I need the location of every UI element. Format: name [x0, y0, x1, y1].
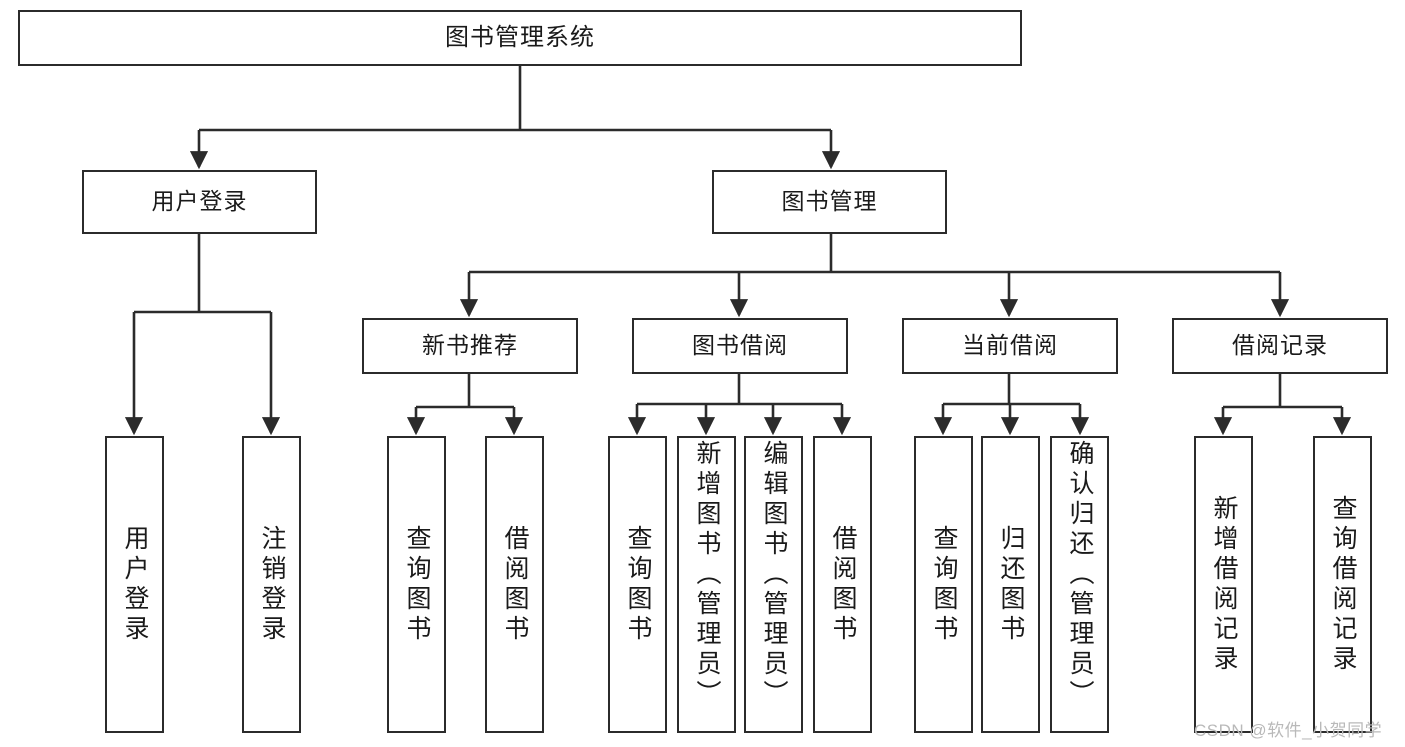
node-book-borrow[interactable]: 图书借阅	[632, 318, 848, 374]
leaf-query-book-1[interactable]: 查询图书	[387, 436, 446, 733]
csdn-watermark: CSDN @软件_小贺同学	[1194, 721, 1383, 740]
leaf-query-book-3[interactable]: 查询图书	[914, 436, 973, 733]
leaf-add-record[interactable]: 新增借阅记录	[1194, 436, 1253, 733]
leaf-user-login[interactable]: 用户登录	[105, 436, 164, 733]
leaf-confirm-return[interactable]: 确认归还（管理员）	[1050, 436, 1109, 733]
leaf-logout-login-label: 注销登录	[258, 524, 286, 645]
node-new-book-recommend-label: 新书推荐	[422, 332, 518, 359]
leaf-query-record-label: 查询借阅记录	[1329, 494, 1357, 675]
leaf-return-book-label: 归还图书	[997, 524, 1025, 645]
node-book-borrow-label: 图书借阅	[692, 332, 788, 359]
leaf-borrow-book-2[interactable]: 借阅图书	[813, 436, 872, 733]
leaf-add-book-label: 新增图书（管理员）	[693, 440, 721, 710]
leaf-query-book-2-label: 查询图书	[624, 524, 652, 645]
leaf-query-record[interactable]: 查询借阅记录	[1313, 436, 1372, 733]
leaf-borrow-book-2-label: 借阅图书	[829, 524, 857, 645]
leaf-borrow-book-1-label: 借阅图书	[501, 524, 529, 645]
node-current-borrow-label: 当前借阅	[962, 332, 1058, 359]
leaf-query-book-3-label: 查询图书	[930, 524, 958, 645]
node-user-login[interactable]: 用户登录	[82, 170, 317, 234]
node-root[interactable]: 图书管理系统	[18, 10, 1022, 66]
node-book-management-label: 图书管理	[781, 188, 878, 215]
node-borrow-record[interactable]: 借阅记录	[1172, 318, 1388, 374]
leaf-return-book[interactable]: 归还图书	[981, 436, 1040, 733]
leaf-edit-book[interactable]: 编辑图书（管理员）	[744, 436, 803, 733]
leaf-add-record-label: 新增借阅记录	[1210, 494, 1238, 675]
leaf-borrow-book-1[interactable]: 借阅图书	[485, 436, 544, 733]
node-borrow-record-label: 借阅记录	[1232, 332, 1328, 359]
leaf-confirm-return-label: 确认归还（管理员）	[1066, 440, 1094, 710]
node-root-label: 图书管理系统	[445, 23, 595, 51]
leaf-add-book[interactable]: 新增图书（管理员）	[677, 436, 736, 733]
node-user-login-label: 用户登录	[151, 188, 248, 215]
leaf-edit-book-label: 编辑图书（管理员）	[760, 440, 788, 710]
leaf-query-book-2[interactable]: 查询图书	[608, 436, 667, 733]
leaf-logout-login[interactable]: 注销登录	[242, 436, 301, 733]
leaf-query-book-1-label: 查询图书	[403, 524, 431, 645]
node-current-borrow[interactable]: 当前借阅	[902, 318, 1118, 374]
leaf-user-login-label: 用户登录	[121, 524, 149, 645]
node-new-book-recommend[interactable]: 新书推荐	[362, 318, 578, 374]
node-book-management[interactable]: 图书管理	[712, 170, 947, 234]
